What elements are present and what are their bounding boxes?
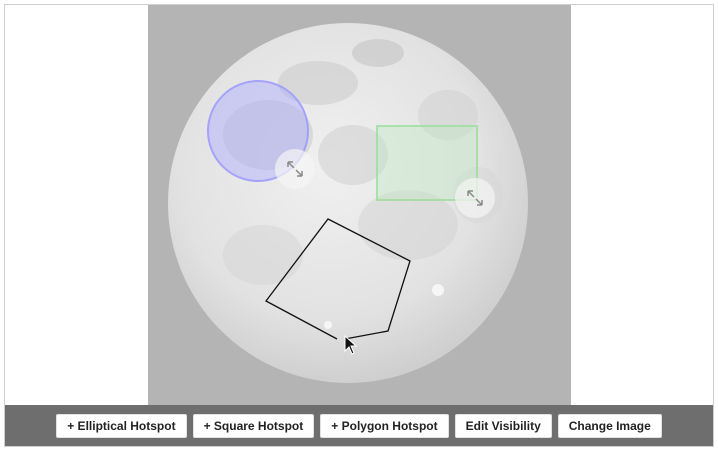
ellipse-resize-handle[interactable] — [275, 149, 315, 189]
editor-toolbar: + Elliptical Hotspot + Square Hotspot + … — [5, 405, 713, 446]
mouse-pointer-icon — [344, 335, 358, 355]
resize-diagonal-icon — [467, 190, 483, 206]
add-square-hotspot-button[interactable]: + Square Hotspot — [192, 413, 315, 438]
edit-visibility-button[interactable]: Edit Visibility — [454, 413, 552, 438]
image-canvas[interactable] — [148, 5, 571, 405]
add-polygon-hotspot-button[interactable]: + Polygon Hotspot — [320, 413, 449, 438]
add-elliptical-hotspot-button[interactable]: + Elliptical Hotspot — [56, 413, 187, 438]
resize-diagonal-icon — [287, 161, 303, 177]
square-resize-handle[interactable] — [455, 178, 495, 218]
moon-image — [168, 23, 528, 383]
change-image-button[interactable]: Change Image — [557, 413, 662, 438]
hotspot-editor: + Elliptical Hotspot + Square Hotspot + … — [4, 4, 714, 447]
